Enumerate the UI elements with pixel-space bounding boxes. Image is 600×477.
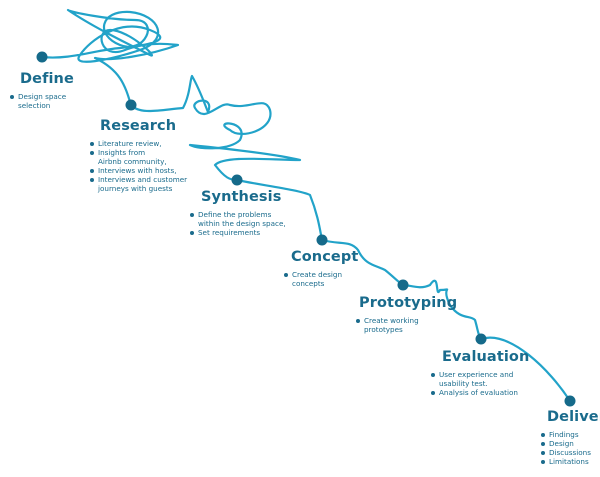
- stage-nodes: [36, 51, 576, 407]
- stage-deliver: Deliver Findings Design Discussions Limi…: [541, 409, 600, 466]
- stage-item: Findings: [541, 430, 600, 439]
- node-synthesis: [231, 174, 243, 186]
- stage-concept: Concept Create design concepts: [284, 249, 364, 288]
- node-define: [36, 51, 48, 63]
- stage-title: Deliver: [547, 409, 600, 425]
- stage-item: Design: [541, 439, 600, 448]
- stage-define: Define Design space selection: [10, 71, 90, 110]
- stage-item: Literature review,: [90, 139, 190, 148]
- node-evaluation: [475, 333, 487, 345]
- stage-item: Set requirements: [190, 228, 290, 237]
- node-concept: [316, 234, 328, 246]
- stage-item: Limitations: [541, 457, 600, 466]
- squiggle-line: [40, 8, 572, 403]
- stage-item: Interviews and customer journeys with gu…: [90, 175, 190, 193]
- node-research: [125, 99, 137, 111]
- stage-title: Define: [20, 71, 74, 87]
- stage-prototyping: Prototyping Create working prototypes: [356, 295, 458, 334]
- stage-item: Discussions: [541, 448, 600, 457]
- stage-title: Prototyping: [359, 295, 458, 311]
- stage-title: Concept: [291, 249, 359, 265]
- stage-item: Analysis of evaluation: [431, 388, 531, 397]
- stage-synthesis: Synthesis Define the problems within the…: [190, 189, 290, 237]
- stage-item: Interviews with hosts,: [90, 166, 190, 175]
- stage-item: Design space selection: [10, 92, 90, 110]
- stage-item: Define the problems within the design sp…: [190, 210, 290, 228]
- stage-title: Research: [100, 118, 177, 134]
- stage-title: Synthesis: [201, 189, 282, 205]
- stage-title: Evaluation: [442, 349, 530, 365]
- stage-research: Research Literature review, Insights fro…: [90, 118, 190, 193]
- stage-item: User experience and usability test.: [431, 370, 524, 388]
- stage-evaluation: Evaluation User experience and usability…: [431, 349, 531, 397]
- node-deliver: [564, 395, 576, 407]
- node-prototyping: [397, 279, 409, 291]
- stage-item: Create design concepts: [284, 270, 352, 288]
- stage-item: Create working prototypes: [356, 316, 429, 334]
- stage-item: Insights from Airbnb community,: [90, 148, 168, 166]
